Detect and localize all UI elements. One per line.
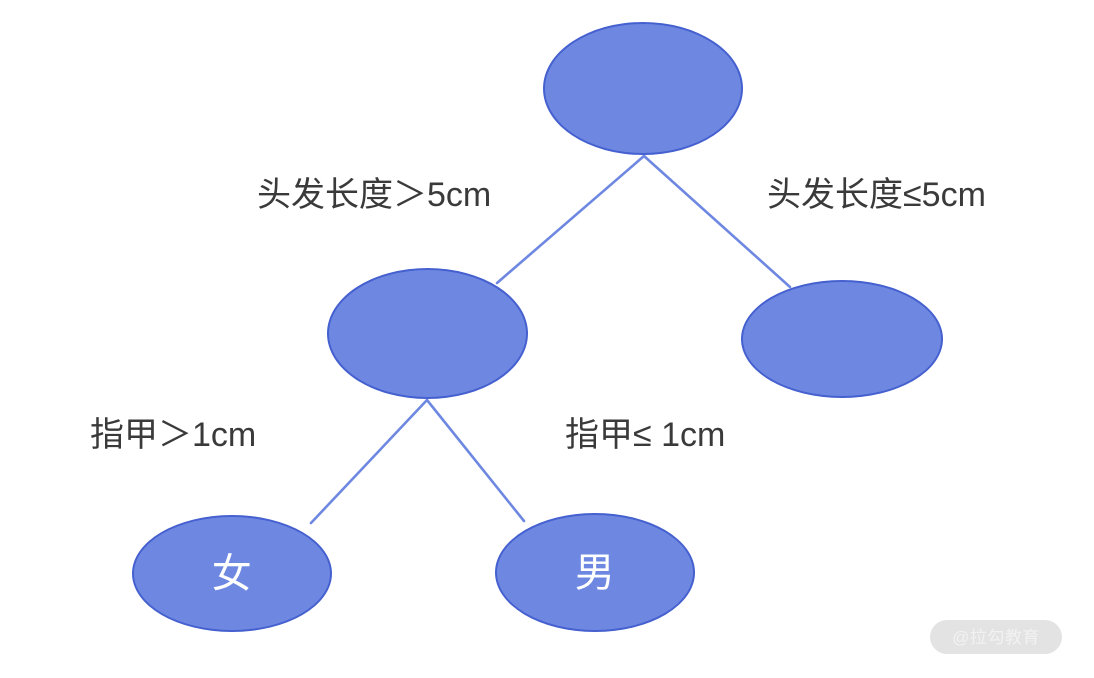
node-mid-left[interactable] — [327, 268, 528, 399]
edge-label-label-nail-le: 指甲≤ 1cm — [565, 416, 726, 454]
edge-label-label-hair-gt: 头发长度＞5cm — [257, 176, 492, 214]
node-label-leaf-male: 男 — [574, 550, 616, 595]
edge-root-to-mid-right — [642, 154, 792, 289]
edge-mid-left-to-male — [425, 398, 526, 523]
edge-label-label-hair-le: 头发长度≤5cm — [767, 176, 986, 214]
node-mid-right[interactable] — [741, 280, 943, 398]
node-root[interactable] — [543, 22, 743, 155]
edge-root-to-mid-left — [495, 154, 646, 285]
node-label-leaf-female: 女 — [211, 551, 253, 596]
watermark-text: @拉勾教育 — [952, 627, 1040, 647]
node-leaf-female[interactable]: 女 — [132, 515, 332, 632]
node-leaf-male[interactable]: 男 — [495, 513, 695, 632]
edge-mid-left-to-female — [309, 398, 429, 525]
watermark-badge: @拉勾教育 — [930, 620, 1062, 654]
edge-label-label-nail-gt: 指甲＞1cm — [90, 416, 257, 454]
